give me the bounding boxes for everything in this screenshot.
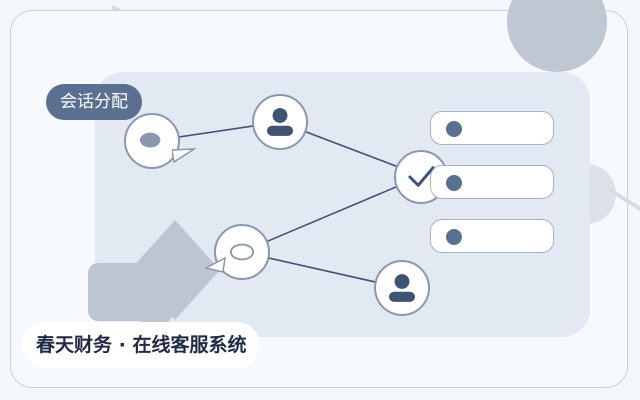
user-icon	[389, 274, 415, 302]
dot-icon	[446, 121, 462, 137]
bubble-tail-icon	[204, 256, 226, 273]
check-icon	[408, 166, 435, 187]
queue-slot	[430, 219, 554, 253]
user-icon	[267, 108, 293, 136]
product-caption: 春天财务 · 在线客服系统	[22, 322, 261, 368]
agent-node	[374, 260, 430, 316]
session-assign-tag: 会话分配	[46, 84, 142, 120]
queue-slot	[430, 165, 554, 199]
dot-icon	[446, 229, 462, 245]
chat-bubble-icon	[139, 132, 161, 148]
agent-node	[252, 94, 308, 150]
dot-icon	[446, 175, 462, 191]
chat-bubble-icon	[229, 243, 255, 261]
chat-bubble-node	[124, 113, 180, 169]
bubble-tail-icon	[172, 148, 196, 164]
decorative-shapes	[88, 220, 220, 335]
queue-slot	[430, 111, 554, 145]
